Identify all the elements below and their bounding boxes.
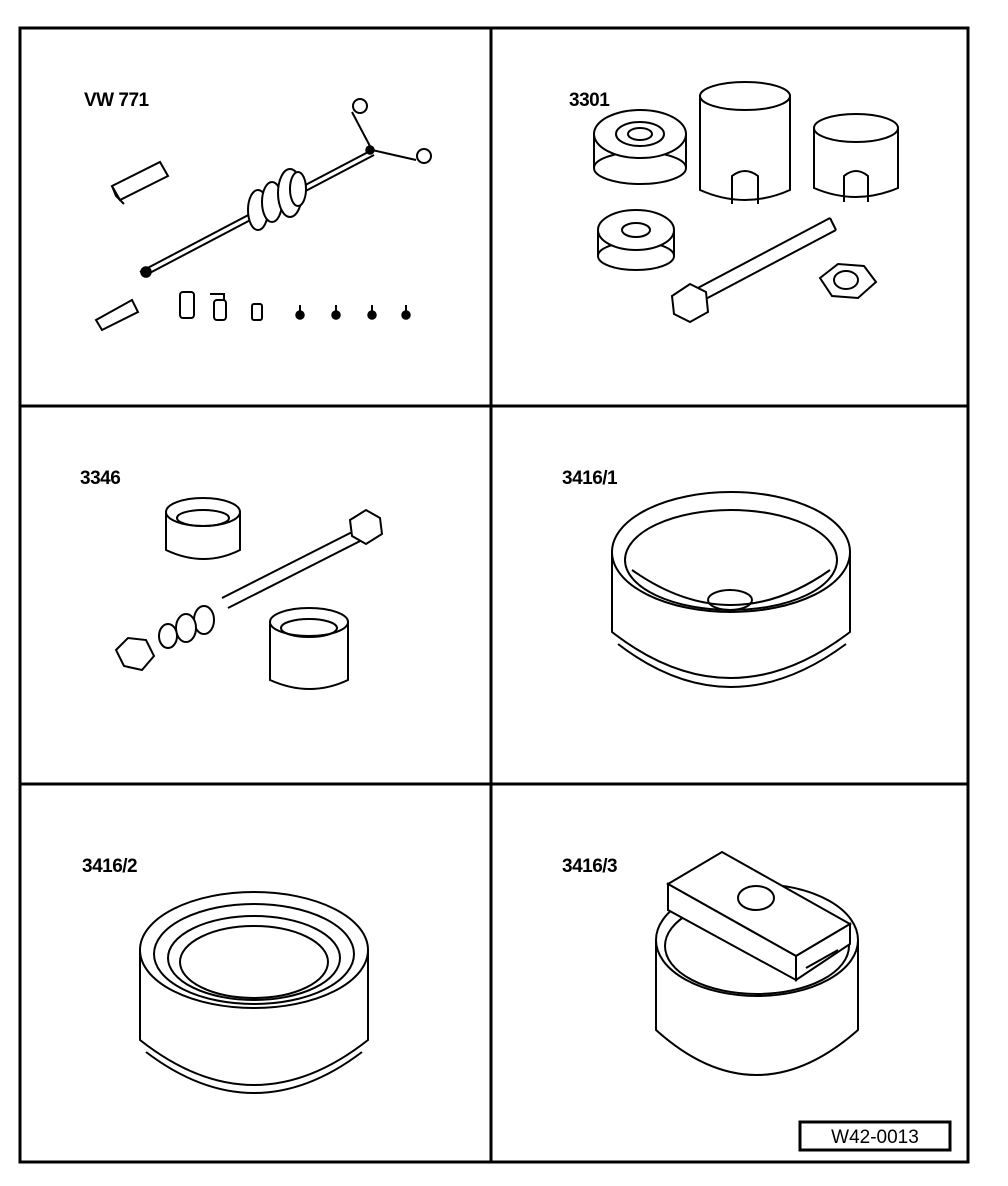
panel-grid — [18, 26, 970, 1164]
panel-label: 3301 — [569, 90, 610, 111]
slide-hammer-illustration — [94, 98, 432, 332]
panel-vw771: VW 771 — [84, 90, 432, 332]
panel-3416-3: 3416/3 — [562, 850, 859, 1076]
press-piece-set-illustration — [593, 81, 899, 324]
press-block-illustration — [655, 850, 859, 1076]
thrust-cup-illustration — [611, 491, 851, 688]
panel-3301: 3301 — [569, 81, 899, 324]
panel-3416-1: 3416/1 — [562, 468, 851, 688]
panel-3346: 3346 — [80, 468, 384, 690]
puller-set-illustration — [114, 497, 384, 690]
panel-label: 3346 — [80, 468, 120, 489]
panel-label: VW 771 — [84, 90, 150, 111]
panel-label: 3416/2 — [82, 856, 137, 877]
panel-label: 3416/3 — [562, 856, 617, 877]
reference-box: W42-0013 — [798, 1120, 952, 1152]
press-ring-illustration — [139, 891, 369, 1094]
reference-number: W42-0013 — [831, 1127, 919, 1148]
panel-label: 3416/1 — [562, 468, 618, 489]
panel-3416-2: 3416/2 — [82, 856, 369, 1094]
